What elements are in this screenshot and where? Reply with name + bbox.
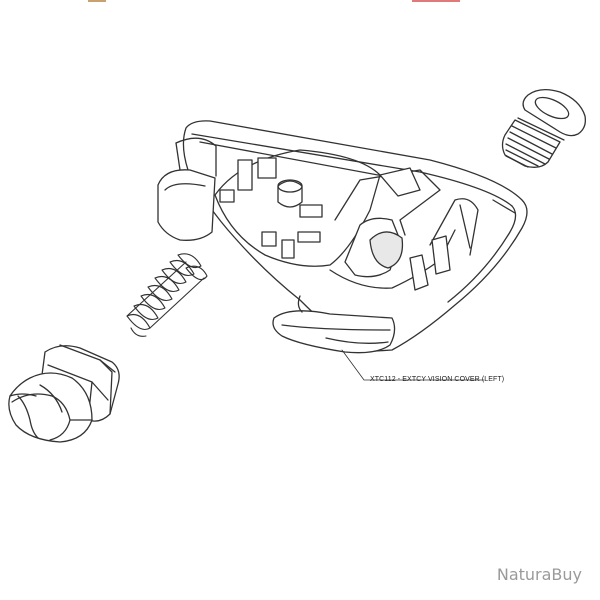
- top-crop-mark-left: [88, 0, 106, 2]
- hex-socket-screw: [501, 88, 586, 168]
- vision-cover-housing: [157, 120, 528, 354]
- callout-leader-line: [341, 349, 485, 381]
- cap-nut: [8, 344, 120, 443]
- coil-spring: [126, 253, 208, 337]
- naturabuy-watermark: NaturaBuy: [496, 565, 582, 584]
- top-crop-mark-right: [412, 0, 460, 2]
- part-label-callout: XTC112 - EXTCY VISION COVER (LEFT): [370, 376, 505, 383]
